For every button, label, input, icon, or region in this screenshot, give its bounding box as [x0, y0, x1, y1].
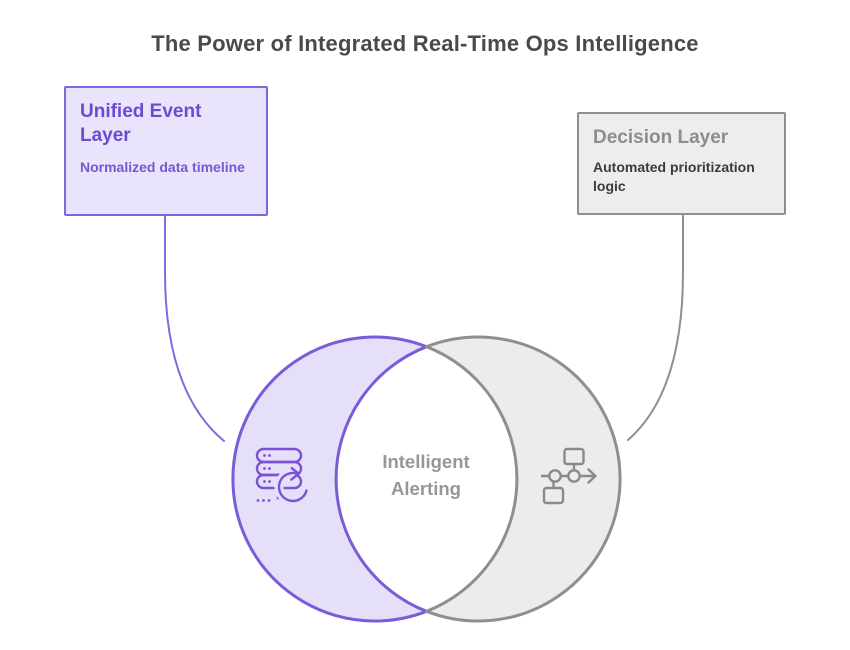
sync-arrowhead — [290, 467, 300, 481]
flowchart-circle-node-left — [548, 469, 562, 483]
card-unified-event-title: Unified Event Layer — [80, 101, 202, 147]
flowchart-icon — [541, 447, 597, 505]
flowchart-arrowhead — [587, 468, 597, 484]
server-led-dots — [256, 454, 271, 502]
intersection-label-line1: Intelligent — [382, 451, 470, 472]
card-unified-event-subtitle: Normalized data timeline — [80, 158, 245, 175]
flowchart-circle-node-right — [567, 469, 581, 483]
venn-set-unified-event — [231, 335, 428, 623]
card-unified-event-layer: Unified Event Layer Normalized data time… — [64, 86, 268, 216]
diagram-title: The Power of Integrated Real-Time Ops In… — [151, 31, 699, 56]
card-decision-subtitle: Automated prioritization logic — [593, 159, 755, 195]
venn-intersection-label: Intelligent Alerting — [382, 449, 469, 503]
intersection-label-line2: Alerting — [391, 477, 461, 499]
sync-arrow-arc — [277, 471, 308, 503]
flowchart-top-node — [563, 447, 585, 466]
card-decision-title: Decision Layer — [593, 127, 729, 148]
server-sync-icon — [255, 447, 311, 506]
connector-unified-event — [164, 215, 225, 442]
card-decision-layer: Decision Layer Automated prioritization … — [577, 112, 786, 215]
flowchart-bottom-node — [542, 486, 565, 505]
venn-set-decision — [425, 335, 622, 623]
connector-decision — [627, 214, 684, 441]
